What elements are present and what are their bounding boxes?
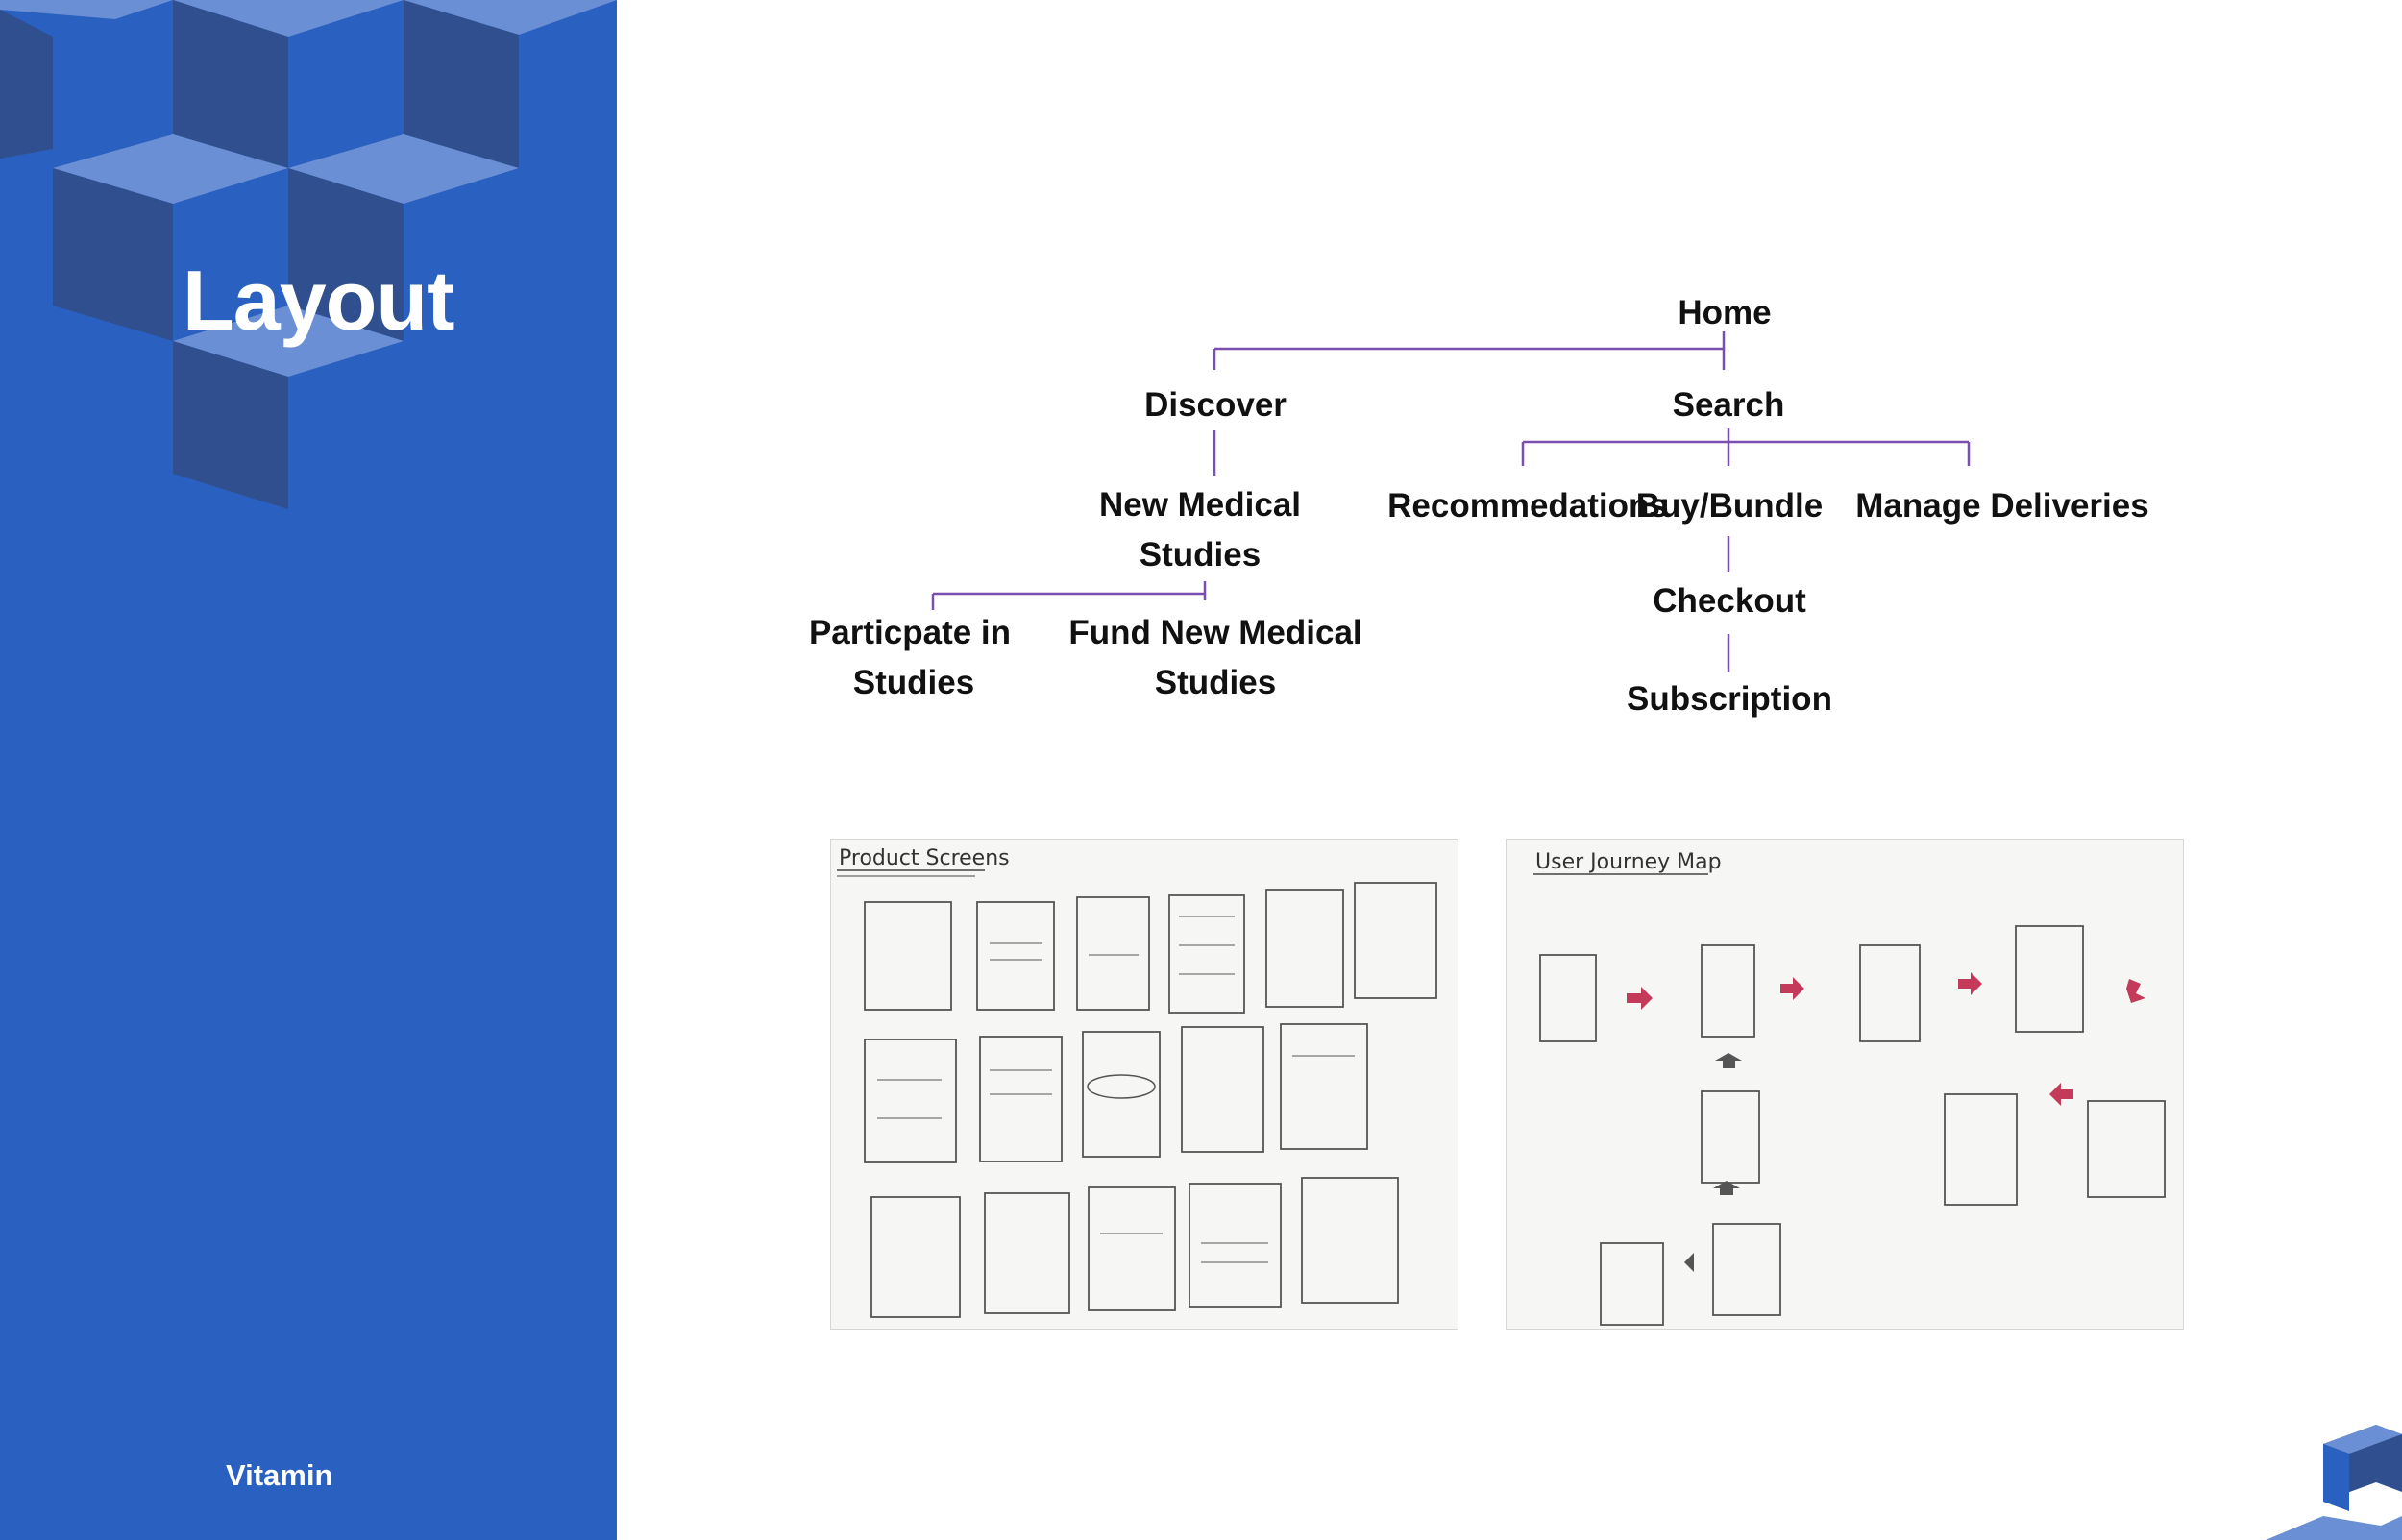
product-screens-drawing: Product Screens (837, 846, 1437, 1318)
node-new-medical-studies-line1: New Medical (1099, 486, 1301, 524)
product-screens-title: Product Screens (839, 846, 1010, 870)
node-fund-line1: Fund New Medical (1068, 614, 1361, 651)
user-journey-sketch: User Journey Map (1506, 839, 2184, 1330)
node-search: Search (1673, 386, 1785, 424)
node-buy-bundle: Buy/Bundle (1636, 487, 1823, 525)
brand-name: Vitamin (226, 1458, 333, 1492)
node-home: Home (1678, 294, 1771, 331)
node-manage-deliveries: Manage Deliveries (1855, 487, 2148, 525)
node-checkout: Checkout (1653, 582, 1806, 620)
node-recommendations: Recommedations (1387, 487, 1668, 525)
node-new-medical-studies-line2: Studies (1140, 536, 1261, 574)
user-journey-title: User Journey Map (1535, 850, 1722, 874)
node-discover: Discover (1144, 386, 1287, 424)
user-journey-drawing: User Journey Map (1533, 850, 2166, 1326)
corner-cube-decoration (2266, 1425, 2402, 1540)
cube-pattern-decoration (0, 0, 617, 509)
product-screens-sketch: Product Screens (830, 839, 1458, 1330)
node-participate-line1: Particpate in (809, 614, 1011, 651)
sidebar-panel: Layout Vitamin (0, 0, 617, 1540)
node-fund-line2: Studies (1155, 664, 1276, 701)
sitemap-diagram: Home Discover Search New Medical Studies… (809, 294, 2149, 718)
node-participate-line2: Studies (853, 664, 974, 701)
slide-title: Layout (183, 253, 454, 348)
node-subscription: Subscription (1627, 680, 1832, 718)
sitemap-connectors (931, 331, 1971, 672)
